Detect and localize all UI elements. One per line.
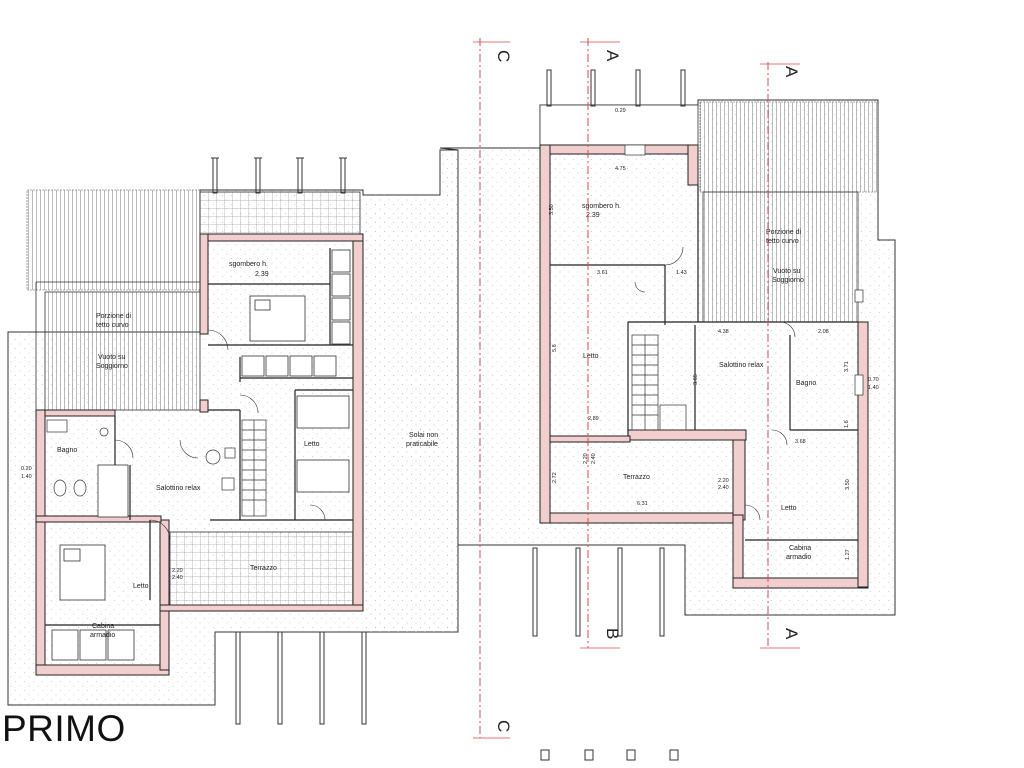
- section-a-mid-top: A: [782, 66, 801, 78]
- section-letters: C C A B A A: [494, 50, 801, 732]
- section-c-bottom: C: [494, 720, 513, 732]
- dim-room-w: 3.61: [597, 270, 608, 276]
- left-solai-2: praticabile: [406, 441, 438, 448]
- right-cabina-2: armadio: [786, 554, 811, 561]
- right-stair: [631, 334, 687, 431]
- right-letto-left: Letto: [583, 353, 599, 360]
- right-terrazzo-dim-2: 2.40: [718, 485, 729, 491]
- left-pergola-posts: [211, 157, 347, 194]
- dim-terrazzo-side-2: 2.40: [591, 453, 597, 464]
- section-a-top: A: [603, 50, 622, 62]
- right-vuoto-2: Soggiorno: [772, 277, 804, 284]
- left-terrace-grid: [169, 531, 354, 606]
- right-cabina-1: Cabina: [789, 545, 811, 552]
- section-b-bottom: B: [603, 628, 622, 639]
- left-closets: [51, 249, 351, 661]
- right-top-strip: [539, 104, 699, 146]
- right-bagno-dim-2: 1.40: [868, 385, 879, 391]
- right-bagno: Bagno: [796, 380, 816, 387]
- dim-bagno-w: 2.08: [818, 329, 829, 335]
- floor-title: PRIMO: [2, 708, 126, 749]
- dim-salottino-w: 4.38: [718, 329, 729, 335]
- left-cabina-2: armadio: [90, 632, 115, 639]
- left-plan: sgombero h. 2.39 Porzione di tetto curvo…: [7, 149, 459, 725]
- left-salottino: Salottino relax: [156, 485, 201, 492]
- dim-salottino-d: 3.65: [693, 374, 699, 385]
- left-bagno-dim-2: 1.40: [21, 474, 32, 480]
- right-bagno-dim-1: 0.70: [868, 377, 879, 383]
- left-porzione-1: Porzione di: [96, 313, 131, 320]
- left-curved-roof-hatch: [44, 291, 201, 411]
- section-c-top: C: [494, 50, 513, 62]
- left-non-walkable-slab: [363, 150, 458, 632]
- left-cabina-1: Cabina: [92, 623, 114, 630]
- left-letto-right: Letto: [304, 441, 320, 448]
- left-vuoto-1: Vuoto su: [98, 354, 125, 361]
- left-room-labels: sgombero h. 2.39 Porzione di tetto curvo…: [21, 261, 438, 639]
- left-terrazzo-dim-2: 2.40: [172, 575, 183, 581]
- dim-terrazzo-d: 2.72: [552, 472, 558, 483]
- left-curved-roof-hatch-top: [26, 189, 201, 291]
- dim-door-w: 1.43: [676, 270, 687, 276]
- dim-terrazzo-w: 6.31: [637, 501, 648, 507]
- section-a-bottom: A: [782, 628, 801, 640]
- dim-letto2-d: 3.50: [845, 479, 851, 490]
- left-sgombero-label: sgombero h.: [229, 261, 268, 268]
- right-sgombero: sgombero h.: [582, 203, 621, 210]
- left-porzione-2: tetto curvo: [96, 322, 129, 329]
- right-roof-hatch-top: [699, 101, 879, 193]
- left-bottom-posts: [235, 631, 367, 725]
- section-lines: [479, 38, 769, 738]
- right-room-labels: sgombero h. 2.39 Porzione di tetto curvo…: [582, 203, 879, 561]
- dim-terrazzo-side-1: 2.20: [583, 453, 589, 464]
- right-terrazzo: Terrazzo: [623, 474, 650, 481]
- left-top-terrace-grid: [199, 191, 361, 235]
- right-walls: [539, 144, 869, 589]
- right-partitions: [550, 185, 858, 541]
- right-salottino: Salottino relax: [719, 362, 764, 369]
- right-doors: [634, 246, 796, 521]
- right-vuoto-1: Vuoto su: [773, 268, 800, 275]
- right-plan: sgombero h. 2.39 Porzione di tetto curvo…: [439, 69, 896, 761]
- right-fixtures: [624, 144, 864, 396]
- dim-cabina-d: 1.27: [845, 549, 851, 560]
- left-bagno: Bagno: [57, 447, 77, 454]
- left-partitions: [45, 248, 353, 626]
- right-sgombero-h: 2.39: [586, 212, 600, 219]
- dim-bagno-side: 3.71: [844, 361, 850, 372]
- left-letto-left: Letto: [133, 583, 149, 590]
- right-curved-roof-hatch: [702, 191, 859, 323]
- left-terrazzo-dim-1: 2.20: [172, 568, 183, 574]
- left-beds: [59, 295, 350, 601]
- right-dimension-labels: 0.29 4.75 3.50 3.61 1.43 4.38 2.08 3.65 …: [549, 108, 851, 560]
- left-bagno-dim-1: 0.20: [21, 466, 32, 472]
- left-stair: [241, 419, 267, 517]
- left-terrazzo: Terrazzo: [250, 565, 277, 572]
- right-bottom-posts: [532, 547, 679, 761]
- left-vuoto-2: Soggiorno: [96, 363, 128, 370]
- left-solai-1: Solai non: [409, 432, 438, 439]
- dim-letto-w: 2.89: [588, 416, 599, 422]
- dim-bagno-h: 1.6: [844, 420, 850, 428]
- dim-letto2-w: 3.68: [795, 439, 806, 445]
- left-sgombero-height: 2.39: [255, 271, 269, 278]
- left-bath-fixtures: [46, 419, 236, 497]
- dim-sgombero-w: 4.75: [615, 166, 626, 172]
- right-porzione-1: Porzione di: [766, 229, 801, 236]
- dim-sgombero-d: 3.50: [549, 204, 555, 215]
- right-porzione-2: tetto curvo: [766, 238, 799, 245]
- dim-letto-d: 5.8: [552, 344, 558, 352]
- section-markers: [473, 41, 800, 739]
- right-pergola-posts: [546, 69, 686, 107]
- right-terrazzo-dim-1: 2.20: [718, 478, 729, 484]
- dim-top-width: 0.29: [615, 108, 626, 114]
- right-letto-right: Letto: [781, 505, 797, 512]
